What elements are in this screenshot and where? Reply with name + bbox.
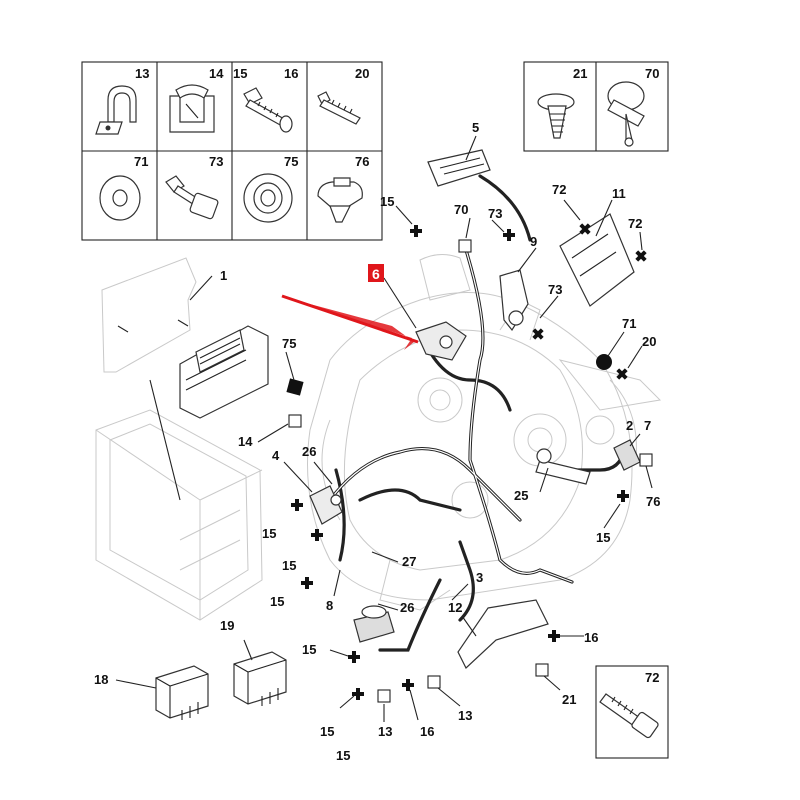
callout-12: 12 bbox=[448, 600, 462, 615]
callout-3: 3 bbox=[476, 570, 483, 585]
grid-label-71: 71 bbox=[134, 154, 148, 169]
callout-76: 76 bbox=[646, 494, 660, 509]
callout-21: 21 bbox=[562, 692, 576, 707]
callout-13b: 13 bbox=[458, 708, 472, 723]
callout-73a: 73 bbox=[488, 206, 502, 221]
highlight-arrow bbox=[280, 294, 419, 350]
fastener-grid: 13 14 15 16 20 71 73 75 76 bbox=[81, 61, 383, 241]
leader-lines bbox=[115, 135, 653, 722]
callout-70: 70 bbox=[454, 202, 468, 217]
part-8-pressure-switch bbox=[353, 605, 395, 643]
ecu-detail bbox=[101, 257, 269, 419]
callout-16a: 16 bbox=[584, 630, 598, 645]
callout-5: 5 bbox=[472, 120, 479, 135]
callout-14: 14 bbox=[238, 434, 253, 449]
callout-16b: 16 bbox=[420, 724, 434, 739]
grid-label-20: 20 bbox=[355, 66, 369, 81]
callout-15b: 15 bbox=[262, 526, 276, 541]
grid-label-15: 15 bbox=[233, 66, 247, 81]
callout-71: 71 bbox=[622, 316, 636, 331]
highlight-label-box bbox=[368, 264, 384, 282]
grid-label-75: 75 bbox=[284, 154, 298, 169]
part-5-shield bbox=[427, 149, 491, 187]
callout-75: 75 bbox=[282, 336, 296, 351]
relay-19 bbox=[233, 651, 287, 706]
grid-label-21: 21 bbox=[573, 66, 587, 81]
part-12-bracket bbox=[457, 599, 549, 669]
wiring-harness bbox=[328, 174, 626, 652]
callout-15c: 15 bbox=[282, 558, 296, 573]
relay-18 bbox=[155, 665, 209, 720]
push-rivet-icon bbox=[537, 93, 575, 139]
callout-19: 19 bbox=[220, 618, 234, 633]
grid-label-70: 70 bbox=[645, 66, 659, 81]
grid-label-16: 16 bbox=[284, 66, 298, 81]
part-75-square bbox=[286, 378, 304, 396]
callout-2: 2 bbox=[626, 418, 633, 433]
callout-15e: 15 bbox=[302, 642, 316, 657]
transmission-housing-ghost bbox=[307, 254, 662, 611]
grommet-icon bbox=[243, 173, 293, 223]
fastener-markers bbox=[288, 223, 653, 703]
stud-icon bbox=[317, 91, 361, 125]
callouts: 1 2 3 4 5 7 8 9 11 12 13 13 14 15 15 15 … bbox=[94, 120, 660, 763]
grid-label-76: 76 bbox=[355, 154, 369, 169]
p-clip-icon bbox=[95, 85, 137, 135]
grid-label-13: 13 bbox=[135, 66, 149, 81]
callout-15a: 15 bbox=[380, 194, 394, 209]
callout-18: 18 bbox=[94, 672, 108, 687]
callout-73b: 73 bbox=[548, 282, 562, 297]
part-4-connector bbox=[309, 485, 343, 525]
spring-clip-icon bbox=[169, 84, 215, 133]
callout-9: 9 bbox=[530, 234, 537, 249]
part-11-bracket bbox=[559, 213, 635, 307]
callout-27: 27 bbox=[402, 554, 416, 569]
part-6-sensor bbox=[415, 321, 467, 361]
callout-15g: 15 bbox=[596, 530, 610, 545]
callout-15d: 15 bbox=[270, 594, 284, 609]
callout-15f: 15 bbox=[320, 724, 334, 739]
callout-26a: 26 bbox=[302, 444, 316, 459]
highlight-label-6: 6 bbox=[368, 264, 384, 282]
flat-washer-icon bbox=[99, 175, 141, 221]
bolt-nut-icon bbox=[165, 175, 219, 220]
grid-label-72: 72 bbox=[645, 670, 659, 685]
part-71-washer bbox=[596, 354, 612, 370]
callout-4: 4 bbox=[272, 448, 280, 463]
callout-26b: 26 bbox=[400, 600, 414, 615]
callout-72b: 72 bbox=[628, 216, 642, 231]
callout-1: 1 bbox=[220, 268, 227, 283]
callout-15h: 15 bbox=[336, 748, 350, 763]
washer-screw-icon bbox=[243, 87, 293, 133]
grid-label-14: 14 bbox=[209, 66, 224, 81]
callout-25: 25 bbox=[514, 488, 528, 503]
part-25-sleeve bbox=[535, 448, 591, 485]
grid-label-73: 73 bbox=[209, 154, 223, 169]
callout-7: 7 bbox=[644, 418, 651, 433]
battery-tray bbox=[95, 409, 263, 621]
callout-20: 20 bbox=[642, 334, 656, 349]
clip-grid: 21 70 bbox=[523, 61, 669, 152]
callout-72a: 72 bbox=[552, 182, 566, 197]
part-9-clip bbox=[499, 269, 529, 332]
callout-11: 11 bbox=[612, 186, 626, 201]
socket-bolt-icon bbox=[599, 693, 659, 739]
highlight-label-text: 6 bbox=[372, 266, 380, 282]
callout-8: 8 bbox=[326, 598, 333, 613]
bolt-box: 72 bbox=[595, 665, 669, 759]
callout-13a: 13 bbox=[378, 724, 392, 739]
ecu-leader bbox=[149, 275, 213, 501]
cable-tie-icon bbox=[607, 81, 645, 147]
plastic-clip-icon bbox=[317, 177, 363, 223]
